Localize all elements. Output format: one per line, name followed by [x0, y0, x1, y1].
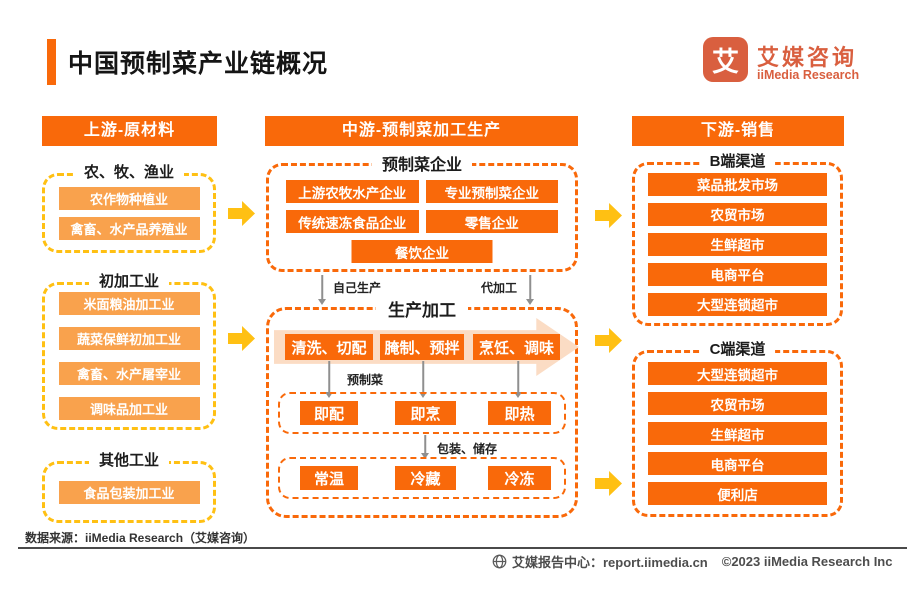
list-item: 食品包装加工业: [58, 480, 200, 504]
footer: 艾媒报告中心：report.iimedia.cn ©2023 iiMedia R…: [492, 552, 892, 571]
process-step: 清洗、切配: [285, 334, 373, 360]
list-item: 生鲜超市: [648, 422, 827, 445]
storage-type: 冷藏: [395, 466, 456, 490]
list-item: 蔬菜保鲜初加工业: [58, 327, 200, 350]
group-other-industry-items: 食品包装加工业: [45, 464, 213, 520]
ready-types-box: [278, 392, 566, 434]
list-item: 生鲜超市: [648, 232, 827, 256]
header-downstream: 下游-销售: [632, 116, 844, 146]
right-arrow-icon: [228, 201, 255, 226]
header-midstream: 中游-预制菜加工生产: [265, 116, 578, 146]
down-arrow-icon: [420, 435, 430, 459]
list-item: 大型连锁超市: [648, 362, 827, 385]
list-item: 电商平台: [648, 262, 827, 286]
logo-glyph: 艾: [712, 47, 739, 77]
group-b2c-items: 大型连锁超市 农贸市场 生鲜超市 电商平台 便利店: [635, 353, 840, 514]
group-agriculture: 农、牧、渔业 农作物种植业 禽畜、水产品养殖业: [42, 161, 216, 253]
list-item: 农作物种植业: [58, 186, 200, 210]
right-arrow-icon: [228, 326, 255, 351]
list-item: 农贸市场: [648, 392, 827, 415]
title-accent-bar: [47, 39, 56, 85]
group-processing-title: 生产加工: [376, 296, 468, 321]
group-production-processing: 生产加工: [266, 296, 578, 518]
group-primary-processing: 初加工业 米面粮油加工业 蔬菜保鲜初加工业 禽畜、水产屠宰业 调味品加工业: [42, 270, 216, 430]
list-item: 农贸市场: [648, 202, 827, 226]
flow-label-oem: 代加工: [481, 281, 518, 295]
logo-name-cn: 艾媒咨询: [757, 45, 858, 70]
storage-type: 常温: [300, 466, 358, 490]
list-item: 调味品加工业: [58, 397, 200, 420]
right-arrow-icon: [595, 328, 622, 353]
down-arrow-icon: [324, 361, 334, 398]
list-item: 禽畜、水产品养殖业: [58, 216, 200, 240]
group-agriculture-title: 农、牧、渔业: [73, 161, 185, 182]
group-other-industry-title: 其他工业: [88, 449, 170, 470]
footer-copyright: ©2023 iiMedia Research Inc: [721, 554, 893, 569]
group-enterprises-title: 预制菜企业: [371, 151, 473, 175]
page-title: 中国预制菜产业链概况: [68, 50, 329, 78]
ready-type: 即热: [488, 401, 551, 425]
group-primary-processing-items: 米面粮油加工业 蔬菜保鲜初加工业 禽畜、水产屠宰业 调味品加工业: [45, 285, 213, 427]
iimedia-logo-icon: 艾: [703, 37, 748, 82]
down-arrow-icon: [525, 275, 535, 305]
process-step: 烹饪、调味: [473, 334, 560, 360]
list-item: 米面粮油加工业: [58, 292, 200, 315]
list-item: 上游农牧水产企业: [286, 180, 419, 203]
ready-type: 即配: [300, 401, 358, 425]
process-step: 腌制、预拌: [380, 334, 464, 360]
group-b2c-channels: C端渠道 大型连锁超市 农贸市场 生鲜超市 电商平台 便利店: [632, 338, 843, 517]
storage-types-box: [278, 457, 566, 499]
ready-type: 即烹: [395, 401, 456, 425]
list-item: 电商平台: [648, 452, 827, 475]
group-prepared-dish-enterprises: 预制菜企业 上游农牧水产企业 专业预制菜企业 传统速冻食品企业 零售企业 餐饮企…: [266, 151, 578, 272]
list-item: 传统速冻食品企业: [286, 210, 419, 233]
list-item: 餐饮企业: [351, 240, 493, 263]
footer-report-center: 艾媒报告中心：report.iimedia.cn: [512, 555, 708, 570]
group-other-industry: 其他工业 食品包装加工业: [42, 449, 216, 523]
group-b2c-title: C端渠道: [699, 338, 776, 359]
down-arrow-icon: [317, 275, 327, 305]
list-item: 零售企业: [425, 210, 558, 233]
group-b2b-items: 菜品批发市场 农贸市场 生鲜超市 电商平台 大型连锁超市: [635, 165, 840, 323]
right-arrow-icon: [595, 203, 622, 228]
storage-type: 冷冻: [488, 466, 551, 490]
flow-label-self-production: 自己生产: [333, 281, 382, 295]
list-item: 专业预制菜企业: [425, 180, 558, 203]
flow-label-packaging-storage: 包装、储存: [437, 442, 498, 456]
flow-label-prepared-dish: 预制菜: [347, 373, 384, 387]
down-arrow-icon: [418, 361, 428, 398]
footer-divider: [18, 547, 907, 549]
globe-icon: [492, 554, 507, 569]
enterprise-grid: 上游农牧水产企业 专业预制菜企业 传统速冻食品企业 零售企业: [286, 180, 558, 233]
group-b2b-channels: B端渠道 菜品批发市场 农贸市场 生鲜超市 电商平台 大型连锁超市: [632, 150, 843, 326]
header-upstream: 上游-原材料: [42, 116, 217, 146]
data-source-note: 数据来源：iiMedia Research（艾媒咨询）: [25, 531, 256, 545]
logo-name-en: iiMedia Research: [757, 68, 860, 82]
group-b2b-title: B端渠道: [699, 150, 776, 171]
list-item: 便利店: [648, 482, 827, 505]
right-arrow-icon: [595, 471, 622, 496]
down-arrow-icon: [513, 361, 523, 398]
list-item: 大型连锁超市: [648, 292, 827, 316]
list-item: 禽畜、水产屠宰业: [58, 362, 200, 385]
group-primary-processing-title: 初加工业: [88, 270, 170, 291]
group-agriculture-items: 农作物种植业 禽畜、水产品养殖业: [45, 176, 213, 250]
list-item: 菜品批发市场: [648, 172, 827, 196]
